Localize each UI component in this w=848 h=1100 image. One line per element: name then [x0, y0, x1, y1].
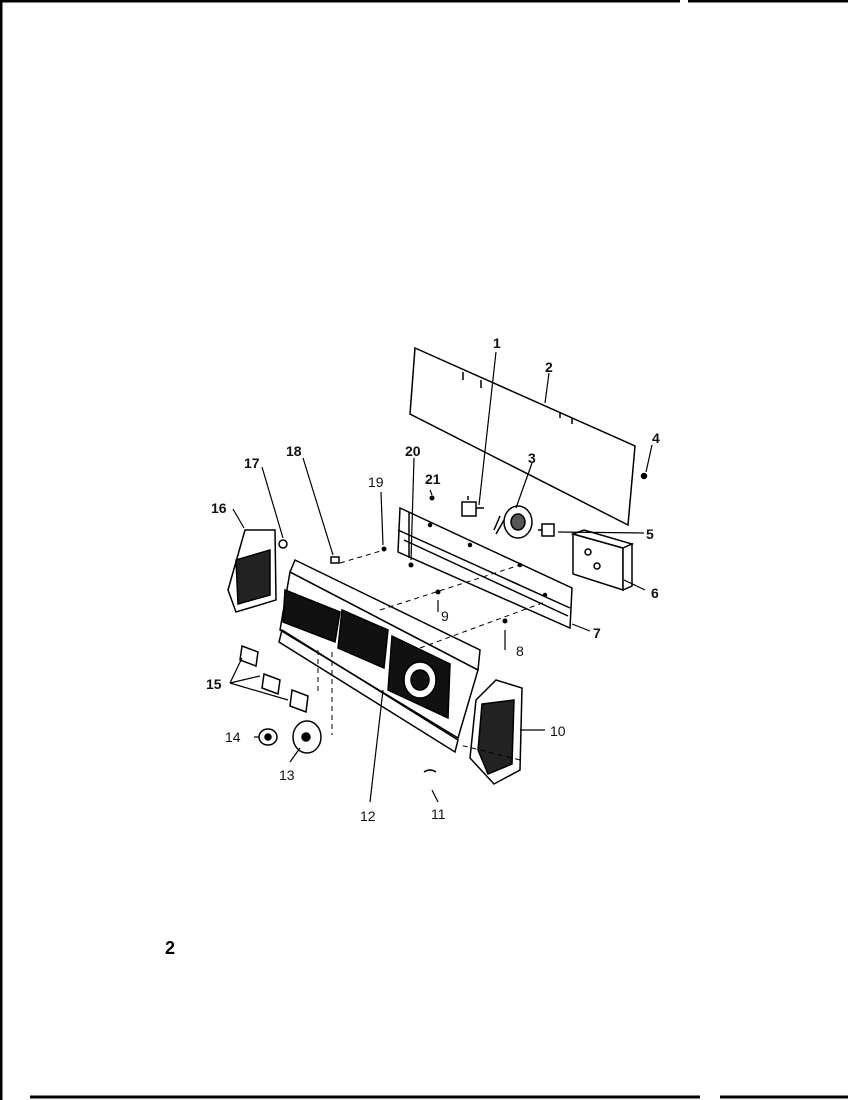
callout-19: 19	[368, 474, 384, 490]
callout-13: 13	[279, 767, 295, 783]
callout-4: 4	[652, 430, 660, 446]
callout-7: 7	[593, 625, 601, 641]
callout-9: 9	[441, 608, 449, 624]
part-14-knob	[258, 728, 278, 746]
callout-14: 14	[225, 729, 241, 745]
callout-20: 20	[405, 443, 421, 459]
part-2-back-panel	[409, 346, 636, 527]
callout-5: 5	[646, 526, 654, 542]
part-10-right-bracket	[469, 679, 523, 785]
callout-1: 1	[493, 335, 501, 351]
callout-18: 18	[286, 443, 302, 459]
small-screws	[381, 495, 508, 624]
callout-10: 10	[550, 723, 566, 739]
part-1-switch	[461, 496, 484, 517]
page-number: 2	[165, 938, 176, 958]
part-3-timer	[493, 505, 533, 539]
callout-3: 3	[528, 450, 536, 466]
callout-labels: 1 2 3 4 5 6 7 8 9 10 11 12 13 14 15 16 1…	[206, 335, 660, 824]
callout-16: 16	[211, 500, 227, 516]
callout-12: 12	[360, 808, 376, 824]
callout-8: 8	[516, 643, 524, 659]
callout-17: 17	[244, 455, 260, 471]
assembly-dashed-lines	[317, 549, 546, 761]
leader-lines	[229, 351, 653, 803]
part-16-left-bracket	[227, 529, 288, 613]
part-4-screw	[640, 472, 648, 480]
callout-2: 2	[545, 359, 553, 375]
part-6-control-box	[570, 529, 635, 592]
part-13-dial-knob	[292, 720, 322, 754]
callout-11: 11	[431, 806, 446, 822]
part-15-knobs	[239, 644, 309, 714]
callout-15: 15	[206, 676, 222, 692]
part-18-clip	[330, 556, 340, 564]
part-11-clip	[423, 769, 437, 773]
part-12-console-panel	[278, 558, 481, 754]
callout-6: 6	[651, 585, 659, 601]
part-5-switch	[538, 523, 555, 537]
callout-21: 21	[425, 471, 441, 487]
